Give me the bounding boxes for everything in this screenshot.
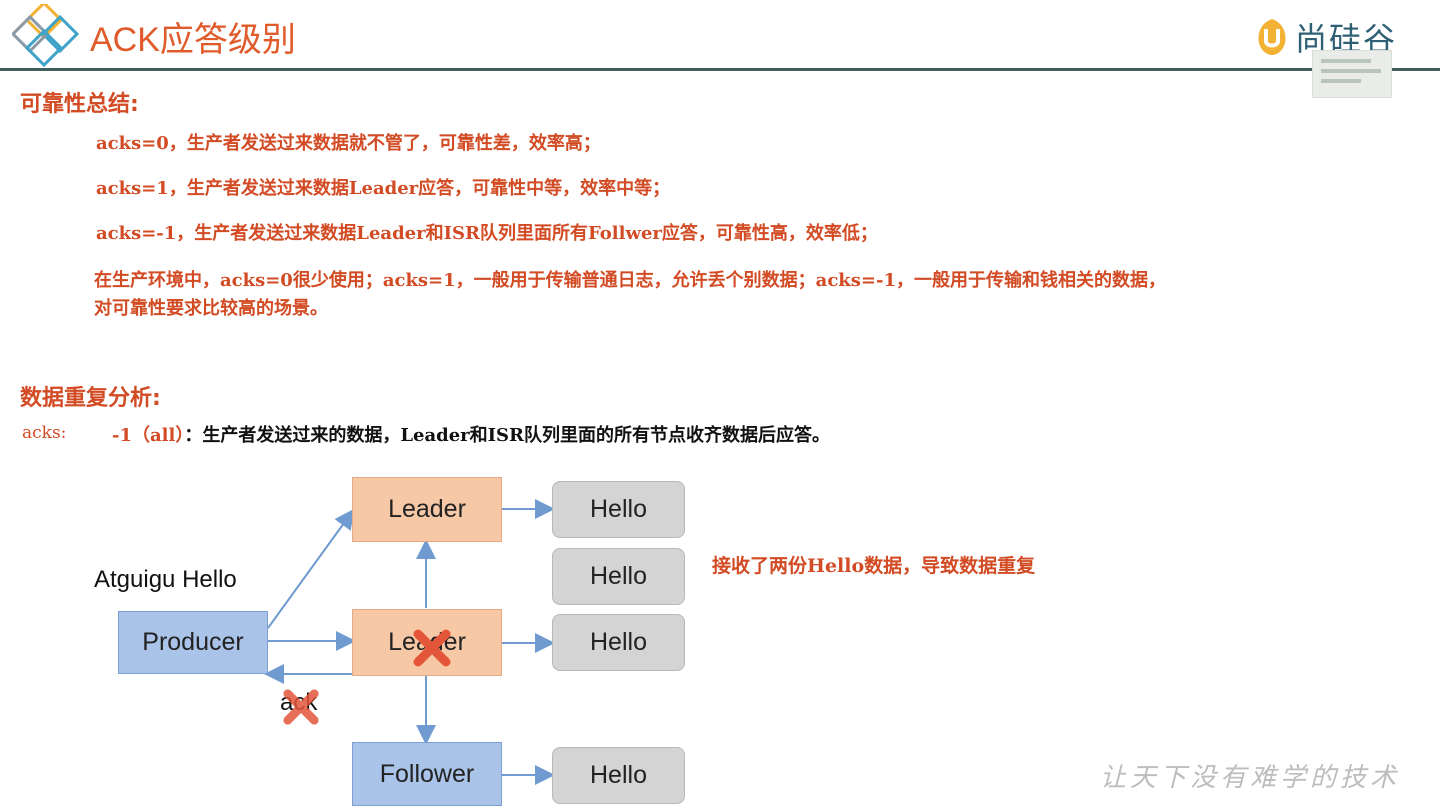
watermark-slogan: 让天下没有难学的技术 bbox=[1099, 763, 1400, 793]
producer-node: Producer bbox=[118, 611, 268, 674]
hello-box-3: Hello bbox=[552, 614, 685, 671]
slide-header: ACK应答级别 尚硅谷 bbox=[0, 0, 1440, 72]
summary-line-production-cont: 对可靠性要求比较高的场景。 bbox=[94, 298, 328, 319]
message-label: Atguigu Hello bbox=[94, 566, 237, 593]
summary-line-acks-1: acks=-1，生产者发送过来数据Leader和ISR队列里面所有Follwer… bbox=[96, 223, 878, 244]
hello-box-4: Hello bbox=[552, 747, 685, 804]
duplicate-note: 接收了两份Hello数据，导致数据重复 bbox=[712, 555, 1036, 577]
summary-line-acks1: acks=1，生产者发送过来数据Leader应答，可靠性中等，效率中等； bbox=[96, 178, 671, 199]
summary-line-acks0: acks=0，生产者发送过来数据就不管了，可靠性差，效率高； bbox=[96, 133, 601, 154]
leader-node-top: Leader bbox=[352, 477, 502, 542]
failure-cross-icon bbox=[413, 629, 451, 667]
hello-box-2: Hello bbox=[552, 548, 685, 605]
acks-value: -1（all） bbox=[112, 425, 185, 446]
acks-label: acks: bbox=[22, 423, 67, 443]
diamond-logo-icon bbox=[12, 4, 80, 68]
acks-description: -1（all）：生产者发送过来的数据，Leader和ISR队列里面的所有节点收齐… bbox=[112, 421, 830, 447]
slide-title: ACK应答级别 bbox=[90, 21, 296, 59]
follower-node: Follower bbox=[352, 742, 502, 806]
header-rule bbox=[0, 68, 1440, 71]
summary-line-production: 在生产环境中，acks=0很少使用；acks=1，一般用于传输普通日志，允许丢个… bbox=[94, 270, 1166, 291]
hello-box-1: Hello bbox=[552, 481, 685, 538]
duplicate-heading: 数据重复分析: bbox=[20, 386, 161, 411]
thumbnail-preview bbox=[1312, 50, 1392, 98]
brand-mark-icon bbox=[1258, 19, 1286, 55]
summary-heading: 可靠性总结: bbox=[20, 92, 139, 117]
acks-desc-text: ：生产者发送过来的数据，Leader和ISR队列里面的所有节点收齐数据后应答。 bbox=[184, 425, 831, 446]
ack-lost-cross-icon bbox=[283, 689, 319, 725]
